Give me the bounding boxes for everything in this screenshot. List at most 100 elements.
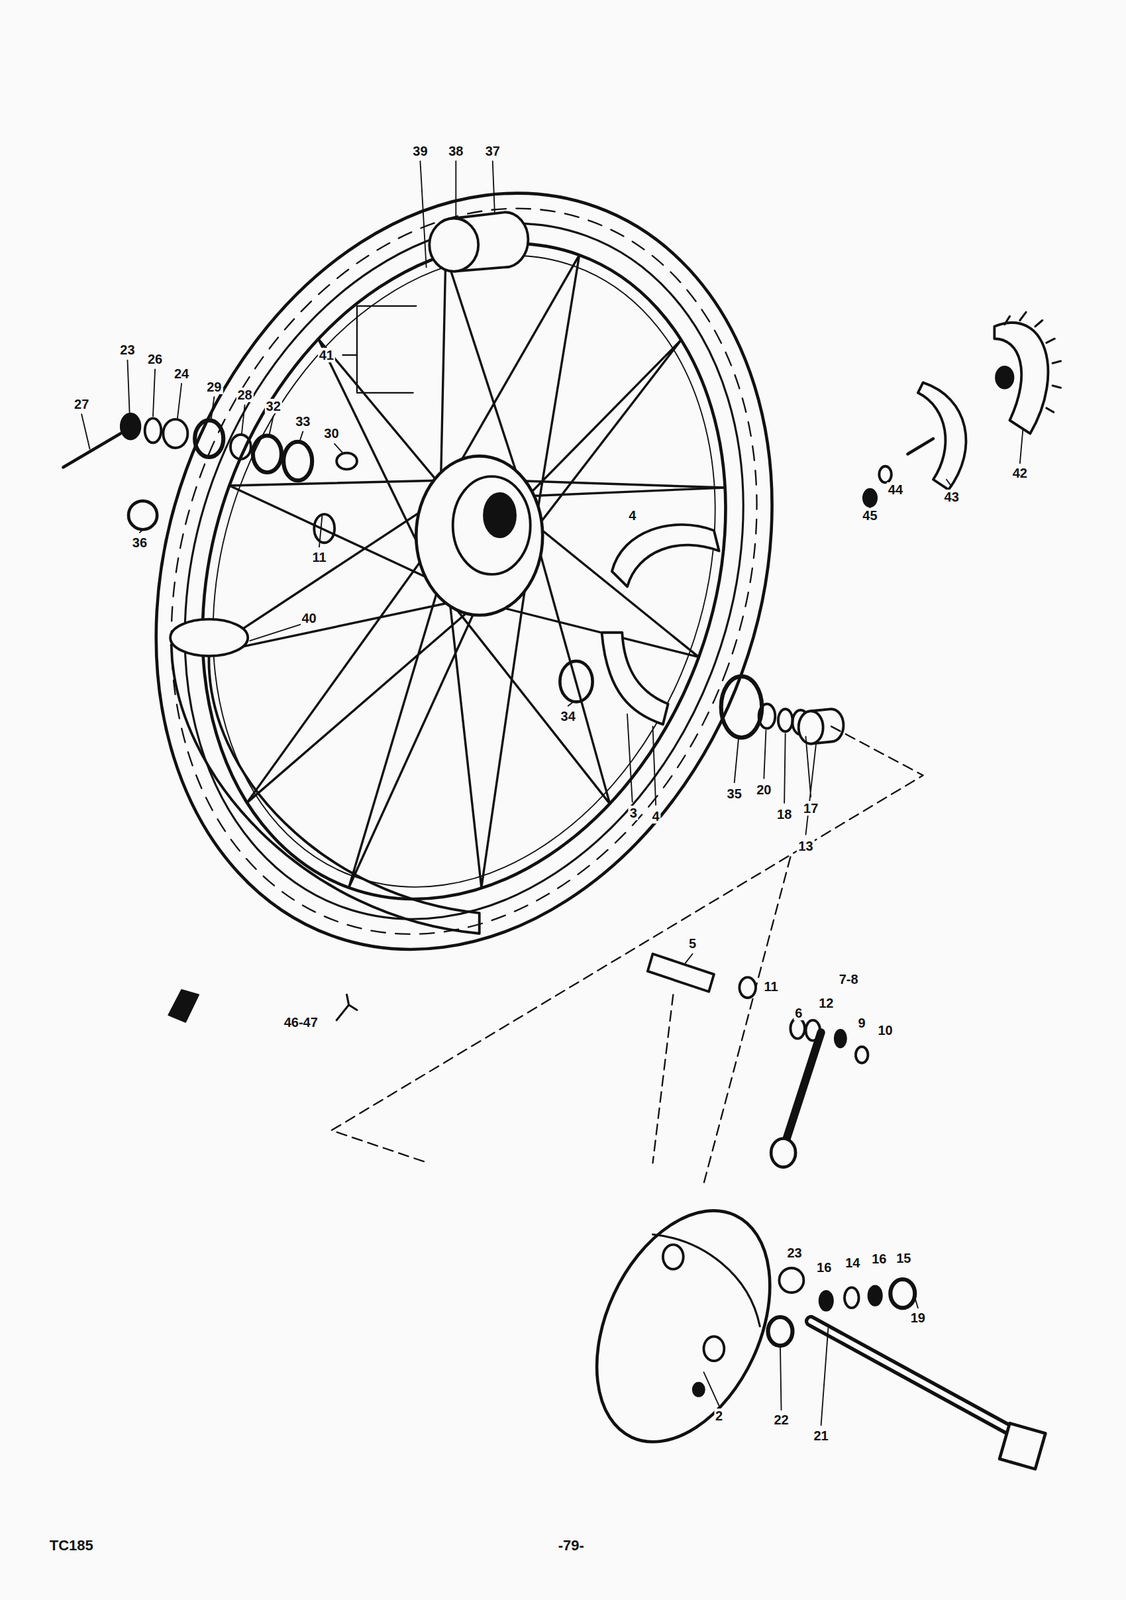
part [855, 1046, 868, 1064]
tube-section [171, 644, 480, 934]
callout-number: 34 [559, 708, 577, 724]
leader-line [249, 623, 301, 641]
callout-number: 14 [843, 1255, 862, 1270]
part [798, 710, 824, 744]
brake-shoe [612, 524, 720, 587]
callout-number: 30 [322, 425, 340, 441]
part [995, 366, 1015, 389]
part [890, 1279, 915, 1308]
callout-number: 28 [235, 387, 254, 403]
assembly-line [331, 725, 923, 1163]
callout-number: 4 [651, 808, 662, 824]
sprocket [918, 382, 967, 490]
callout-number: 40 [300, 610, 318, 626]
sprocket [994, 322, 1048, 434]
callout-number: 32 [264, 398, 283, 414]
part [313, 513, 335, 543]
part [834, 1029, 847, 1048]
brake-cam [647, 953, 715, 992]
brake-panel [562, 1182, 805, 1470]
part [778, 708, 793, 732]
part [819, 1290, 834, 1311]
leader-lines [870, 428, 1024, 509]
callout-number: 2 [714, 1408, 724, 1423]
callout-number: 16 [815, 1259, 833, 1275]
chain-adjuster [336, 994, 358, 1020]
callout-number: 39 [411, 143, 429, 159]
rim [113, 169, 815, 973]
callout-number: 11 [310, 549, 328, 565]
callout-number: 26 [146, 351, 164, 367]
rim-inner [127, 184, 801, 958]
part [194, 419, 224, 457]
callout-number: 38 [447, 143, 465, 159]
page-footer: TC185 [48, 1537, 95, 1554]
axle-head [999, 1422, 1046, 1469]
bracket [357, 306, 416, 393]
callout-number: 4 [627, 508, 638, 523]
callout-number: 42 [1011, 465, 1029, 481]
leader-line [455, 160, 457, 216]
bolt [907, 438, 933, 454]
callout-number: 13 [796, 838, 815, 854]
callout-number: 45 [861, 508, 879, 523]
chain-adjuster [168, 989, 199, 1023]
leader-line [342, 354, 358, 356]
callout-number: 5 [687, 935, 698, 951]
callout-number: 17 [802, 800, 820, 816]
callout-number: 41 [317, 347, 336, 363]
tire-bead [90, 144, 838, 999]
hub [415, 455, 543, 615]
part [863, 488, 878, 508]
callout-number: 11 [763, 978, 780, 994]
assembly-line [704, 856, 791, 1183]
callout-number: 46-47 [282, 1014, 320, 1030]
tire-tread [72, 125, 855, 1017]
sprocket-teeth [1004, 311, 1062, 412]
callout-number: 27 [72, 396, 91, 412]
part [283, 441, 312, 481]
callout-number: 35 [725, 786, 744, 801]
part [663, 1244, 684, 1270]
hub-bore [483, 492, 516, 538]
part [559, 661, 593, 703]
callout-number: 23 [785, 1245, 803, 1260]
leader-line [419, 160, 426, 267]
brake-lever [785, 1031, 822, 1142]
callout-number: 19 [909, 1310, 927, 1325]
callout-number: 16 [870, 1251, 888, 1266]
part [759, 704, 776, 729]
part [770, 1137, 796, 1167]
callout-number: 37 [484, 143, 502, 159]
part [844, 1286, 860, 1308]
callout-number: 43 [943, 489, 961, 505]
hub-flange [453, 476, 531, 575]
spokes [202, 255, 725, 888]
callout-number: 6 [793, 1005, 804, 1021]
axle [810, 1320, 1025, 1438]
callout-number: 36 [131, 535, 149, 550]
part [145, 417, 162, 443]
part [336, 453, 358, 470]
tube-opening [170, 619, 248, 656]
brake-panel-rib [653, 1233, 761, 1327]
leader-line [685, 953, 693, 964]
callout-number: 12 [817, 995, 835, 1011]
part [704, 1335, 725, 1361]
leader-line [492, 160, 495, 212]
assembly-line [653, 994, 674, 1163]
callout-number: 18 [775, 806, 793, 822]
part [128, 500, 157, 530]
tire-outline [53, 105, 875, 1037]
callout-number: 20 [755, 782, 773, 797]
callout-number: 23 [118, 342, 136, 358]
leader-lines [704, 1297, 919, 1425]
part [790, 1018, 805, 1039]
part [230, 434, 252, 460]
part [162, 419, 188, 448]
callout-number: 7-8 [837, 971, 860, 987]
callout-number: 29 [205, 379, 223, 395]
callout-number: 24 [172, 366, 191, 381]
